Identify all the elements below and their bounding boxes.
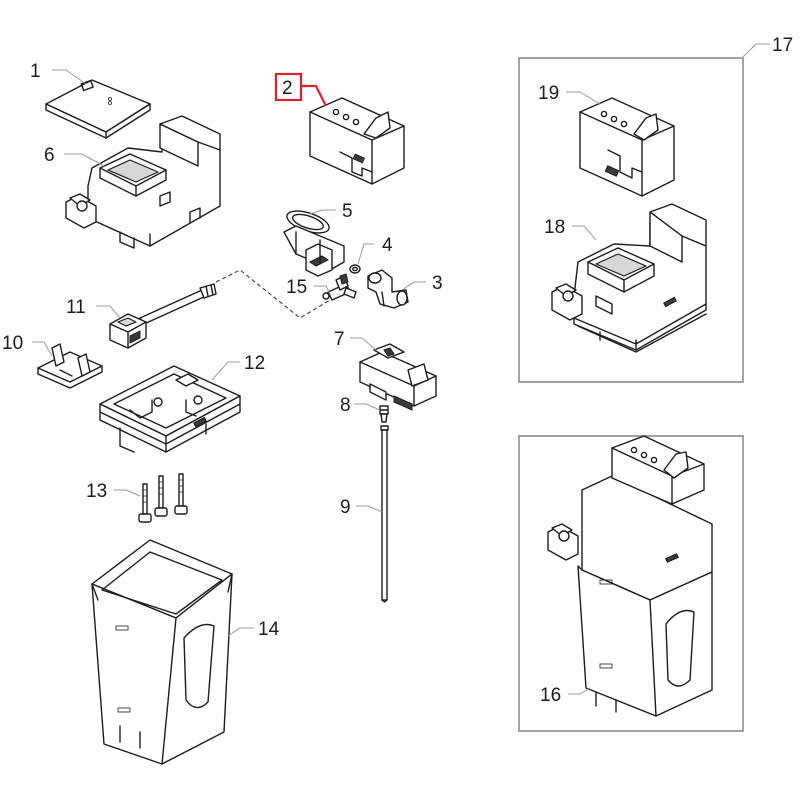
leader-12 (211, 361, 240, 381)
leader-3 (401, 281, 426, 291)
callout-12: 12 (244, 353, 265, 374)
callout-7: 7 (334, 329, 345, 350)
callout-4: 4 (382, 235, 393, 256)
highlight-part-2 (274, 72, 327, 107)
leader-10 (32, 341, 53, 357)
callout-13: 13 (86, 481, 107, 502)
highlight-box-2 (274, 72, 303, 102)
callout-10: 10 (2, 333, 23, 354)
part-1-lid (45, 79, 151, 139)
part-2-top-module (309, 97, 405, 185)
part-6-top-housing (65, 115, 221, 249)
part-15-small-valve (322, 273, 357, 301)
highlight-leader-2 (301, 84, 327, 107)
part-9-tube (380, 425, 389, 603)
tubing-dashed-line (215, 269, 331, 319)
part-12-base-tray (99, 365, 241, 453)
callout-9: 9 (340, 497, 351, 518)
leader-15 (314, 285, 331, 295)
leader-16 (568, 687, 591, 695)
callout-8: 8 (340, 395, 351, 416)
leader-13 (114, 489, 141, 497)
part-18-housing-assembly (551, 203, 707, 353)
part-19-top-module (579, 97, 675, 197)
callout-19: 19 (538, 83, 559, 104)
leader-4 (357, 243, 374, 265)
part-8-fitting (379, 405, 389, 423)
part-16-full-assembly (547, 435, 713, 717)
callout-3: 3 (432, 273, 443, 294)
callout-11: 11 (66, 297, 86, 318)
callout-labels: 1 2 3 4 5 6 7 8 9 10 11 12 13 14 15 16 1… (2, 35, 793, 706)
leader-lines (32, 43, 770, 695)
part-14-tank (91, 539, 233, 765)
callout-6: 6 (44, 145, 55, 166)
part-10-bracket (37, 343, 103, 389)
part-11-shaft (109, 283, 217, 349)
leader-19 (566, 91, 601, 105)
part-7-valve-block (359, 343, 437, 411)
callout-1: 1 (30, 61, 41, 82)
part-13-screws (138, 473, 188, 523)
callout-16: 16 (540, 685, 561, 706)
callout-18: 18 (544, 217, 565, 238)
leader-5 (309, 209, 336, 215)
callout-17: 17 (772, 35, 793, 56)
part-4-o-ring (349, 264, 361, 274)
part-3-elbow-fitting (367, 269, 409, 309)
leader-18 (572, 225, 597, 241)
leader-17 (741, 43, 770, 59)
leader-8 (354, 403, 381, 411)
callout-2: 2 (282, 78, 293, 99)
callout-14: 14 (258, 619, 280, 640)
callout-5: 5 (342, 201, 353, 222)
callout-15: 15 (286, 277, 307, 298)
leader-1 (52, 69, 87, 85)
leader-14 (227, 627, 254, 637)
part-5-clamp (283, 210, 345, 277)
leader-6 (64, 153, 105, 167)
leader-7 (350, 337, 377, 351)
leader-11 (96, 305, 121, 319)
leader-9 (356, 505, 383, 513)
